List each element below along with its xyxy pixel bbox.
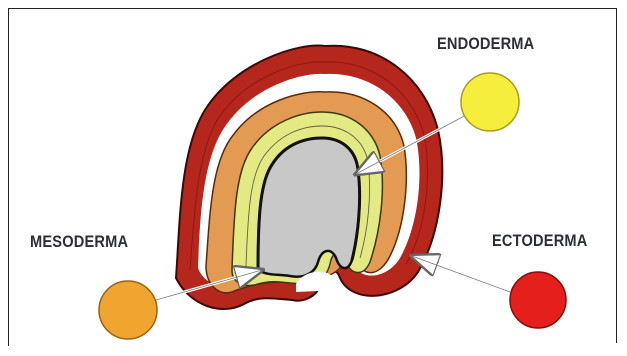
- mesoderm-circle: [99, 281, 157, 339]
- ectoderm-label: ECTODERMA: [492, 231, 588, 251]
- mesoderm-label: MESODERMA: [30, 232, 128, 252]
- endoderm-circle: [461, 73, 519, 131]
- ectoderm-circle: [510, 272, 566, 328]
- endoderm-label: ENDODERMA: [437, 34, 534, 54]
- ectoderm-arrow-outline: [412, 256, 510, 292]
